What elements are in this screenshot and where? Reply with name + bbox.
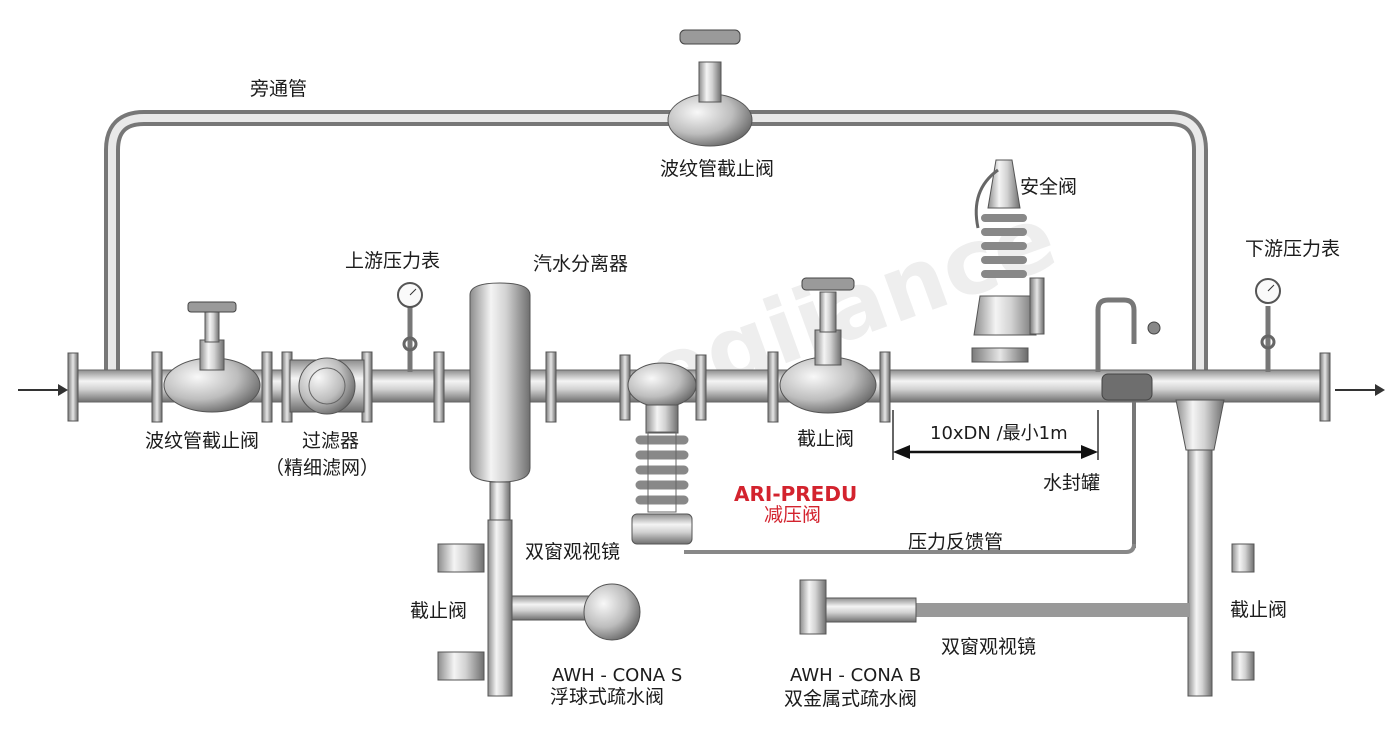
distance-label: 10xDN /最小1m bbox=[930, 423, 1068, 444]
bellows-globe-valve-left-icon bbox=[163, 301, 261, 413]
globe-valve-main-label: 截止阀 bbox=[797, 428, 855, 450]
trap-s-type-label: 浮球式疏水阀 bbox=[550, 686, 665, 708]
pressure-feedback-label: 压力反馈管 bbox=[908, 531, 1004, 553]
trap-b-model-label: AWH - CONA B bbox=[790, 665, 922, 686]
upstream-pressure-gauge-icon bbox=[397, 282, 423, 372]
distance-dimension-icon bbox=[892, 410, 1099, 460]
downstream-gauge-label: 下游压力表 bbox=[1245, 238, 1341, 260]
bellows-globe-valve-left-label: 波纹管截止阀 bbox=[145, 430, 260, 452]
bypass-label: 旁通管 bbox=[250, 78, 308, 100]
water-seal-pot-label: 水封罐 bbox=[1043, 472, 1101, 494]
strainer-icon bbox=[289, 357, 365, 415]
safety-valve-label: 安全阀 bbox=[1020, 176, 1078, 198]
water-seal-pot-icon bbox=[1095, 297, 1161, 548]
separator-label: 汽水分离器 bbox=[533, 253, 629, 275]
upstream-gauge-label: 上游压力表 bbox=[345, 250, 441, 272]
sight-glass-left-label: 双窗观视镜 bbox=[525, 541, 621, 563]
bellows-globe-valve-top-icon bbox=[667, 29, 753, 147]
strainer-note-label: （精细滤网） bbox=[265, 457, 380, 479]
pressure-feedback-pipe bbox=[684, 543, 1136, 554]
float-trap-icon bbox=[583, 583, 641, 641]
trap-b-type-label: 双金属式疏水阀 bbox=[784, 688, 918, 710]
sight-glass-right-label: 双窗观视镜 bbox=[941, 636, 1037, 658]
safety-valve-icon bbox=[971, 159, 1045, 363]
trap-s-model-label: AWH - CONA S bbox=[552, 665, 683, 686]
drain-column-left-icon bbox=[437, 519, 593, 697]
inlet-arrow-icon bbox=[18, 384, 68, 396]
outlet-arrow-icon bbox=[1335, 384, 1385, 396]
drain-pocket-right-icon bbox=[1175, 399, 1255, 697]
product-name-label: ARI-PREDU bbox=[734, 482, 858, 506]
strainer-label: 过滤器 bbox=[302, 430, 360, 452]
pressure-reducing-valve-icon bbox=[627, 362, 697, 545]
downstream-pressure-gauge-icon bbox=[1255, 278, 1281, 372]
globe-valve-right-label: 截止阀 bbox=[1230, 599, 1288, 621]
product-type-label: 减压阀 bbox=[764, 504, 822, 526]
bellows-globe-valve-top-label: 波纹管截止阀 bbox=[660, 158, 775, 180]
globe-valve-left-label: 截止阀 bbox=[410, 600, 468, 622]
bimetal-trap-icon bbox=[799, 579, 917, 635]
globe-valve-main-icon bbox=[779, 277, 877, 414]
steam-separator-icon bbox=[469, 282, 531, 523]
